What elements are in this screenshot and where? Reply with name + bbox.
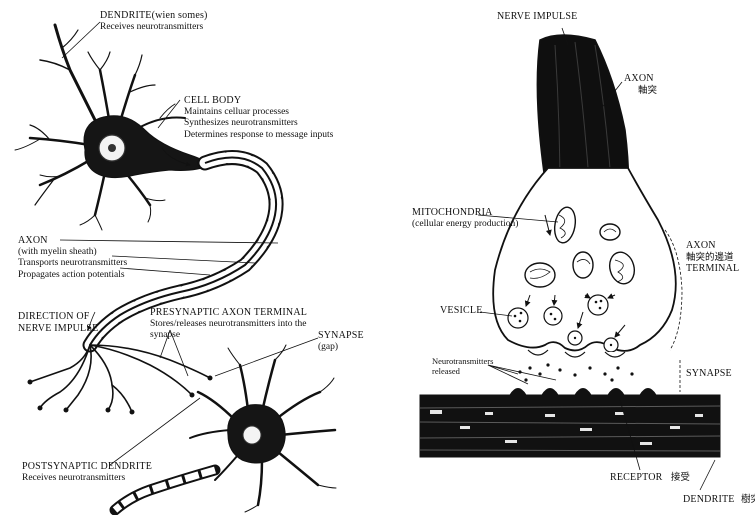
- label-postsynaptic-line: Receives neurotransmitters: [22, 473, 152, 485]
- label-neurotransmitters-line-2: released: [432, 366, 493, 376]
- label-nerve-impulse: NERVE IMPULSE: [497, 11, 577, 23]
- label-mitochondria: MITOCHONDRIA (cellular energy production…: [412, 207, 518, 230]
- label-presynaptic-line-2: synapse: [150, 330, 307, 342]
- label-axon-right-chinese: 軸突: [638, 85, 657, 97]
- label-axon-terminal-title: AXON: [686, 240, 739, 252]
- label-mitochondria-sub: (cellular energy production): [412, 219, 518, 231]
- label-dendrite-line: Receives neurotransmitters: [100, 22, 208, 34]
- label-cell-body-line-1: Maintains celluar processes: [184, 107, 333, 119]
- receptors: [510, 389, 656, 396]
- label-mitochondria-title: MITOCHONDRIA: [412, 207, 518, 219]
- label-synapse-right-text: SYNAPSE: [686, 368, 732, 380]
- label-receptor-chinese: 接受: [671, 472, 690, 483]
- label-receptor-title: RECEPTOR: [610, 472, 663, 483]
- label-axon-left: AXON (with myelin sheath) Transports neu…: [18, 235, 127, 281]
- label-axon-left-line-2: Transports neurotransmitters: [18, 258, 127, 270]
- label-vesicle-text: VESICLE: [440, 305, 483, 317]
- label-dendrite: DENDRITE(wien somes) Receives neurotrans…: [100, 10, 208, 33]
- label-neurotransmitters-line-1: Neurotransmitters: [432, 356, 493, 366]
- label-presynaptic-terminal: PRESYNAPTIC AXON TERMINAL Stores/release…: [150, 307, 307, 342]
- released-neurotransmitters: [518, 363, 633, 381]
- label-direction-of-impulse: DIRECTION OF NERVE IMPULSE: [18, 311, 98, 334]
- label-receptor: RECEPTOR 接受: [610, 472, 690, 485]
- label-dendrite-right-chinese: 樹突: [741, 494, 755, 505]
- label-synapse-left: SYNAPSE (gap): [318, 330, 364, 353]
- label-direction-line-2: NERVE IMPULSE: [18, 323, 98, 335]
- label-neurotransmitters-released: Neurotransmitters released: [432, 356, 493, 376]
- label-axon-terminal-sub: TERMINAL: [686, 263, 739, 275]
- label-axon-left-title: AXON: [18, 235, 127, 247]
- label-cell-body-title: CELL BODY: [184, 95, 333, 107]
- label-cell-body-line-2: Synthesizes neurotransmitters: [184, 118, 333, 130]
- label-dendrite-right: DENDRITE 樹突: [683, 494, 755, 507]
- label-synapse-left-gap: (gap): [318, 342, 364, 354]
- label-synapse-left-title: SYNAPSE: [318, 330, 364, 342]
- label-dendrite-right-title: DENDRITE: [683, 494, 735, 505]
- label-axon-terminal: AXON 軸突的邊道 TERMINAL: [686, 240, 739, 275]
- postsynaptic-nucleus: [243, 426, 261, 444]
- label-vesicle: VESICLE: [440, 305, 483, 317]
- label-axon-left-line-3: Propagates action potentials: [18, 270, 127, 282]
- label-nerve-impulse-text: NERVE IMPULSE: [497, 11, 577, 23]
- label-axon-left-line-1: (with myelin sheath): [18, 247, 127, 259]
- label-direction-line-1: DIRECTION OF: [18, 311, 98, 323]
- label-cell-body: CELL BODY Maintains celluar processes Sy…: [184, 95, 333, 141]
- label-dendrite-title: DENDRITE(wien somes): [100, 10, 208, 22]
- label-postsynaptic-dendrite: POSTSYNAPTIC DENDRITE Receives neurotran…: [22, 461, 152, 484]
- label-axon-terminal-chinese: 軸突的邊道: [686, 252, 739, 264]
- axon-terminal-branches: [30, 345, 210, 412]
- label-postsynaptic-title: POSTSYNAPTIC DENDRITE: [22, 461, 152, 473]
- label-synapse-right: SYNAPSE: [686, 368, 732, 380]
- label-presynaptic-line-1: Stores/releases neurotransmitters into t…: [150, 319, 307, 331]
- presynaptic-nucleolus: [108, 144, 116, 152]
- label-presynaptic-title: PRESYNAPTIC AXON TERMINAL: [150, 307, 307, 319]
- label-axon-right-title: AXON: [624, 73, 657, 85]
- label-cell-body-line-3: Determines response to message inputs: [184, 130, 333, 142]
- label-axon-right: AXON 軸突: [624, 73, 657, 96]
